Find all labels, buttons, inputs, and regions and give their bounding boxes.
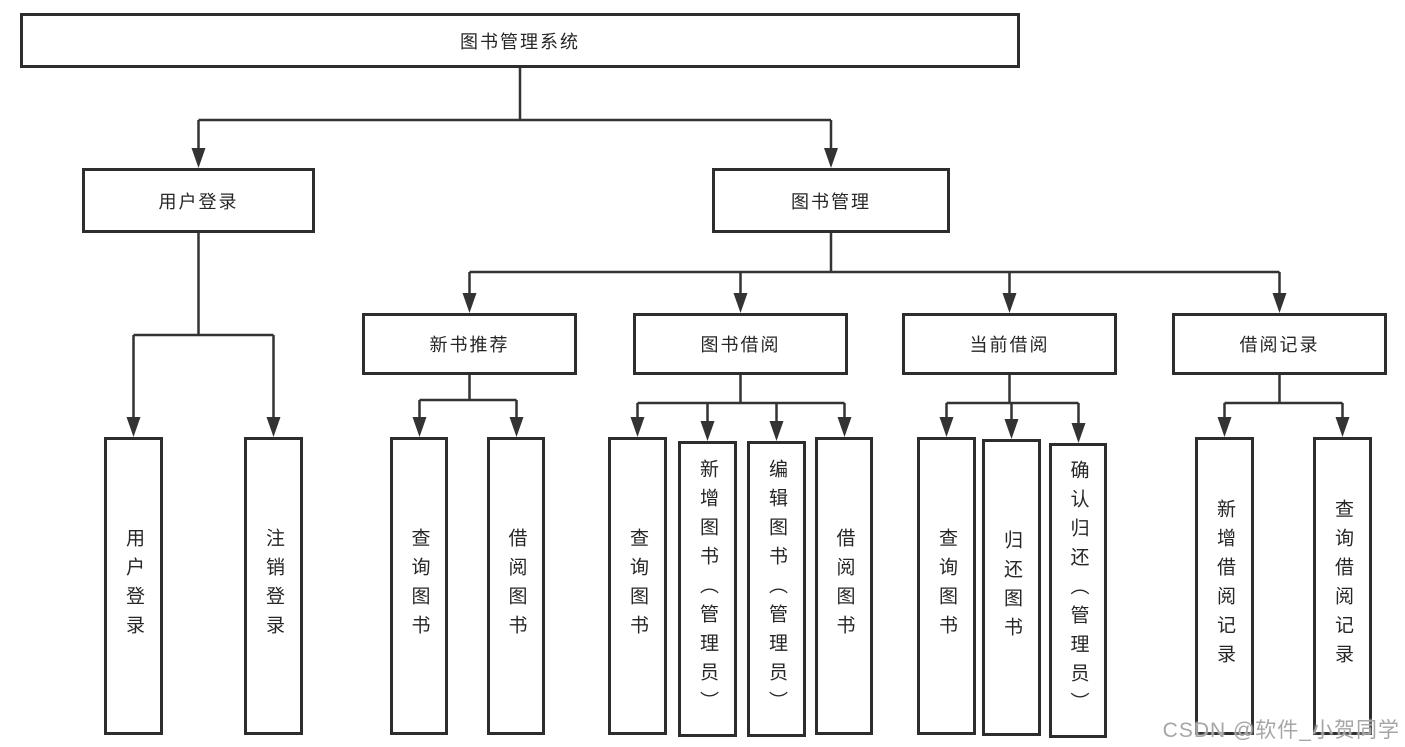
- leaf-confirm-return-admin: 确认归还（管理员）: [1049, 443, 1107, 738]
- leaf-edit-books-admin: 编辑图书（管理员）: [747, 441, 806, 737]
- leaf-query-books-newbook: 查询图书: [390, 437, 448, 735]
- node-label: 图书借阅: [700, 335, 781, 355]
- node-label: 借阅图书: [505, 528, 527, 644]
- node-label: 归还图书: [1001, 529, 1022, 646]
- leaf-query-borrow-record: 查询借阅记录: [1313, 437, 1372, 735]
- leaf-borrow-books-newbook: 借阅图书: [487, 437, 545, 735]
- node-label: 查询图书: [936, 528, 957, 644]
- node-label: 新增图书（管理员）: [697, 458, 718, 720]
- leaf-add-borrow-record: 新增借阅记录: [1195, 437, 1254, 735]
- node-library-management-system: 图书管理系统: [20, 13, 1020, 68]
- leaf-logout-login: 注销登录: [244, 437, 303, 735]
- node-label: 借阅记录: [1239, 335, 1320, 355]
- leaf-user-login: 用户登录: [104, 437, 163, 735]
- node-label: 查询图书: [627, 528, 648, 644]
- node-label: 注销登录: [263, 528, 284, 644]
- node-label: 新书推荐: [429, 335, 510, 355]
- leaf-return-books: 归还图书: [982, 439, 1041, 736]
- node-label: 查询图书: [408, 528, 430, 644]
- node-borrowing-records: 借阅记录: [1172, 313, 1387, 375]
- node-label: 借阅图书: [833, 528, 855, 644]
- leaf-query-books-current: 查询图书: [917, 437, 976, 735]
- node-label: 编辑图书（管理员）: [766, 458, 787, 720]
- node-label: 用户登录: [158, 191, 239, 212]
- node-book-management: 图书管理: [712, 168, 950, 233]
- leaf-borrow-books-borrowing: 借阅图书: [815, 437, 873, 735]
- node-new-book-recommendation: 新书推荐: [362, 313, 577, 375]
- node-label: 用户登录: [123, 528, 144, 644]
- node-label: 图书管理: [791, 191, 871, 212]
- leaf-query-books-borrowing: 查询图书: [608, 437, 667, 735]
- node-user-login: 用户登录: [82, 168, 315, 233]
- csdn-watermark: CSDN @软件_小贺同学: [1162, 719, 1400, 742]
- node-current-borrowing: 当前借阅: [902, 313, 1117, 375]
- node-label: 查询借阅记录: [1332, 499, 1353, 673]
- node-label: 图书管理系统: [460, 31, 580, 52]
- node-label: 新增借阅记录: [1214, 499, 1235, 673]
- leaf-add-books-admin: 新增图书（管理员）: [678, 441, 737, 737]
- node-label: 确认归还（管理员）: [1067, 460, 1089, 721]
- node-book-borrowing: 图书借阅: [633, 313, 848, 375]
- node-label: 当前借阅: [969, 335, 1050, 355]
